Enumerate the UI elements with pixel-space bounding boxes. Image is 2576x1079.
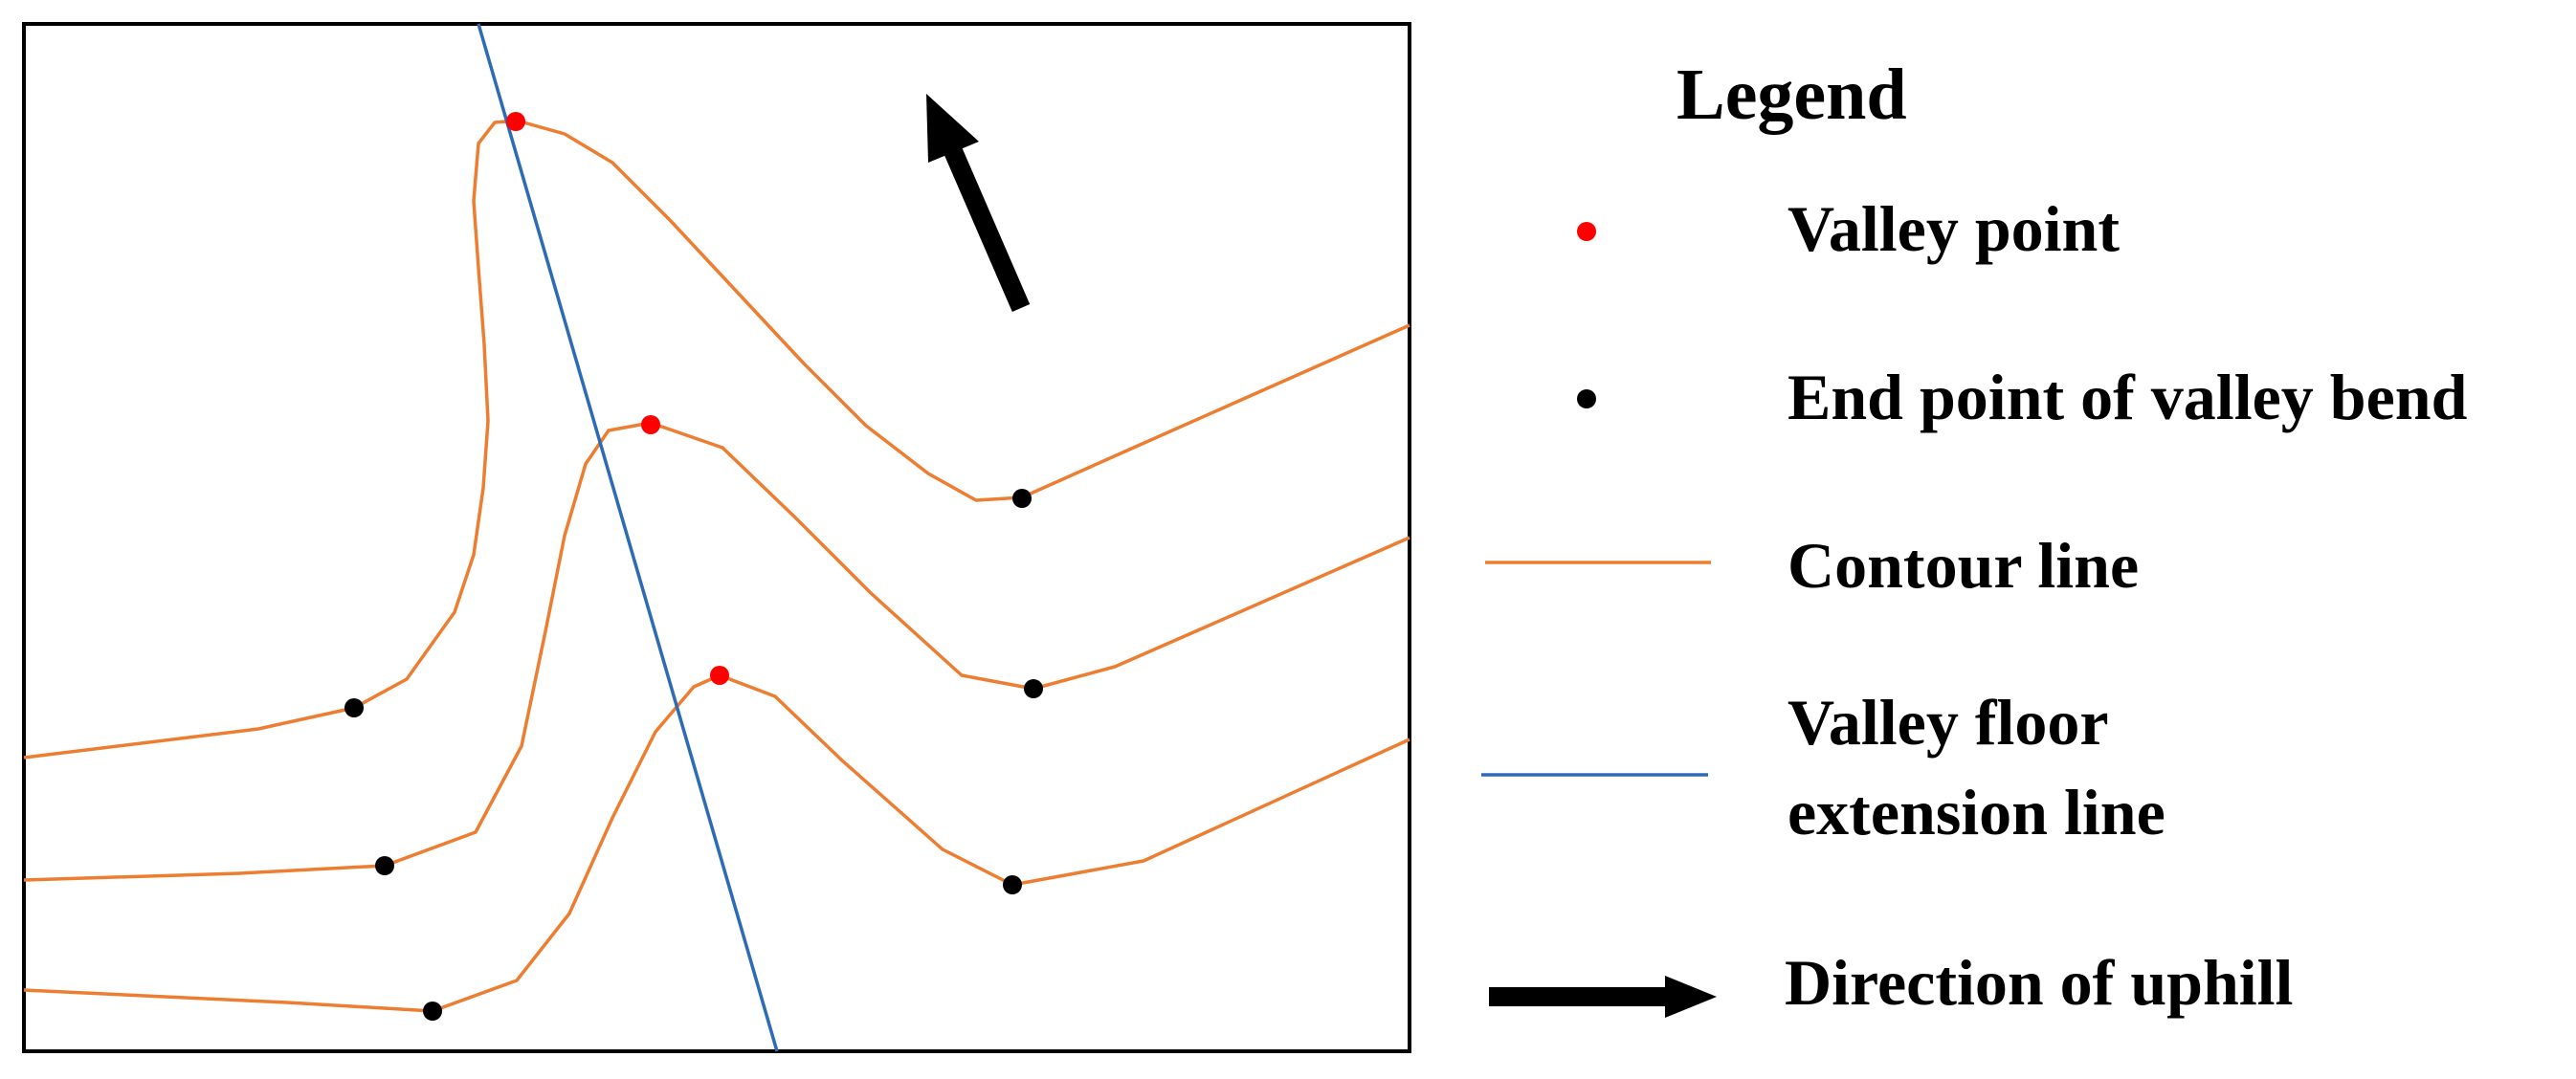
bend-end-point (1003, 875, 1022, 894)
contour-lines (23, 119, 1410, 1013)
valley-point (710, 666, 729, 685)
contour-line-upper (23, 119, 1410, 760)
legend-label-bend-end: End point of valley bend (1788, 361, 2468, 433)
uphill-arrow-icon (926, 94, 1031, 312)
legend: Legend Valley point End point of valley … (1481, 55, 2468, 1019)
diagram-frame (22, 22, 1411, 1053)
valley-point (641, 415, 660, 434)
bend-end-point (375, 856, 394, 875)
legend-label-valley-point: Valley point (1788, 192, 2120, 265)
legend-label-contour: Contour line (1788, 529, 2139, 602)
black-dot-icon (1577, 389, 1596, 408)
bend-end-point (344, 698, 364, 717)
black-arrow-icon (1489, 976, 1717, 1018)
bend-end-point (1012, 489, 1032, 508)
legend-label-valley-floor-line2: extension line (1788, 776, 2165, 848)
bend-end-point (1024, 679, 1043, 698)
legend-title: Legend (1677, 55, 1907, 135)
valley-point (506, 112, 525, 131)
valley-floor-extension-line (477, 23, 779, 1052)
bend-end-point (423, 1002, 442, 1021)
red-dot-icon (1577, 222, 1596, 241)
contour-line-middle (23, 421, 1410, 882)
legend-label-uphill: Direction of uphill (1785, 946, 2293, 1019)
contour-line-lower (23, 673, 1410, 1013)
legend-label-valley-floor-line1: Valley floor (1788, 686, 2109, 759)
